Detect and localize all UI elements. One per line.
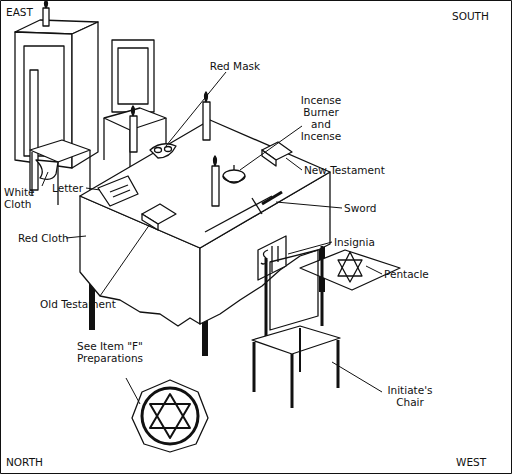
candles: [130, 92, 219, 206]
part-label: Red Cloth: [18, 232, 78, 244]
south-chair: [104, 40, 166, 172]
part-label: EAST: [6, 6, 66, 18]
sword: [205, 192, 282, 232]
part-label: White Cloth: [4, 186, 44, 210]
new-testament: [262, 142, 292, 166]
altar-block: [15, 0, 98, 168]
letter-scroll: [98, 176, 138, 206]
part-label: SOUTH: [452, 10, 508, 22]
floor-circle: [132, 380, 208, 452]
part-label: Red Mask: [200, 60, 270, 72]
incense-burner: [223, 165, 245, 183]
part-label: Pentacle: [384, 268, 444, 280]
part-label: Insignia: [334, 236, 394, 248]
altar-table: [80, 120, 330, 356]
part-label: Old Testament: [40, 298, 130, 310]
insignia: [258, 236, 286, 280]
part-label: See Item "F" Preparations: [70, 340, 150, 364]
old-testament: [142, 204, 176, 230]
leader-lines: [42, 72, 382, 404]
part-label: Sword: [344, 202, 394, 214]
part-label: Letter: [52, 182, 92, 194]
initiates-chair: [252, 246, 340, 408]
red-mask: [150, 144, 176, 158]
part-label: New Testament: [304, 164, 394, 176]
part-label: Incense Burner and Incense: [296, 94, 346, 142]
part-label: WEST: [456, 456, 508, 468]
white-cloth: [36, 160, 58, 179]
part-label: Initiate's Chair: [384, 384, 436, 408]
part-label: NORTH: [6, 456, 66, 468]
